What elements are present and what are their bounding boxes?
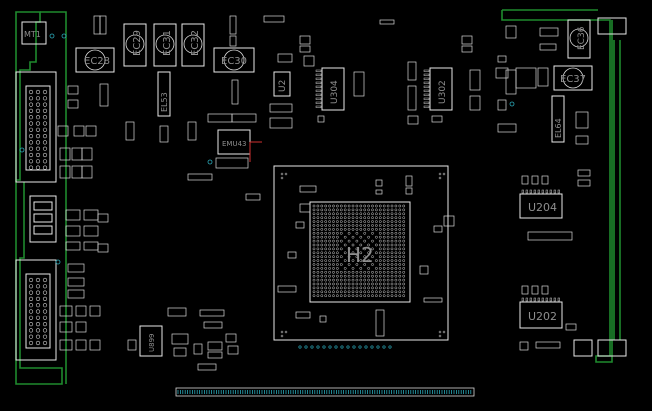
component-ec30: EC30 [213, 47, 255, 73]
label-ec31: EC31 [162, 30, 173, 56]
edge-fingers [177, 390, 472, 394]
board-edge-left [15, 11, 67, 385]
ic-pins [423, 69, 430, 108]
label-ec29: EC29 [132, 30, 143, 56]
component-ec32: EC32 [181, 23, 205, 67]
label-u2: U2 [278, 80, 288, 92]
component-u2: U2 [273, 71, 291, 97]
component-u304: U304 [315, 67, 345, 111]
connector-pin-grid [28, 89, 48, 170]
connector-right-top [597, 17, 627, 35]
ic-pins [521, 297, 560, 302]
label-u899: U899 [148, 334, 156, 352]
edge-connector-bottom [175, 387, 475, 397]
component-u302: U302 [423, 67, 453, 111]
label-ec37: EC37 [560, 74, 586, 85]
component-ec31: EC31 [153, 23, 177, 67]
component-el64: EL64 [551, 95, 565, 143]
label-el53: EL53 [160, 92, 169, 112]
label-ec30: EC30 [221, 56, 247, 67]
label-u202: U202 [528, 310, 557, 323]
label-h2: H2 [346, 243, 374, 267]
label-u304: U304 [330, 80, 340, 104]
connector-top-left [15, 71, 57, 183]
passive-components [19, 15, 591, 371]
component-u899: U899 [139, 325, 163, 357]
label-ec32: EC32 [190, 30, 201, 56]
connector-right-bottom [573, 339, 627, 357]
component-u204: U204 [519, 189, 563, 219]
label-ec36: EC36 [577, 26, 587, 50]
label-el64: EL64 [554, 118, 563, 138]
component-el53: EL53 [157, 71, 171, 117]
label-ec28: EC28 [84, 56, 110, 67]
component-h2: H2 [273, 165, 449, 341]
ic-pins [521, 189, 560, 194]
ic-pins [315, 69, 322, 108]
component-mt1: MT1 [21, 21, 47, 45]
component-emu43: EMU43 [217, 129, 262, 162]
connector-pin-grid [28, 277, 48, 346]
connector-bottom-left [15, 259, 57, 361]
label-mt1: MT1 [24, 30, 41, 39]
component-ec29: EC29 [123, 23, 147, 67]
side-connector-mid-left [29, 195, 57, 243]
label-u302: U302 [438, 80, 448, 104]
label-u204: U204 [528, 201, 557, 214]
component-ec37: EC37 [553, 65, 593, 91]
component-ec28: EC28 [75, 47, 115, 73]
red-marker [249, 141, 262, 162]
component-u202: U202 [519, 297, 563, 329]
label-emu43: EMU43 [222, 140, 247, 148]
bga-ball-array [280, 172, 446, 338]
component-ec36: EC36 [567, 19, 591, 59]
